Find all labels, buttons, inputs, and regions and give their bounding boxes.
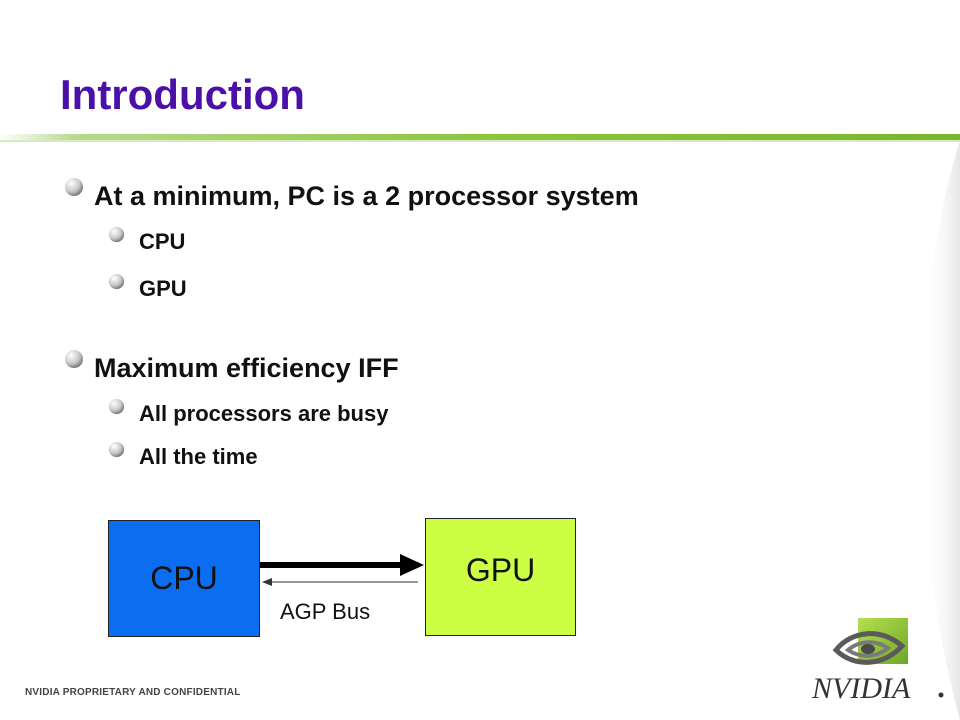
bullet-item: GPU <box>108 273 187 302</box>
gpu-box: GPU <box>425 518 576 636</box>
decorative-curve <box>922 140 960 720</box>
cpu-label: CPU <box>150 560 218 596</box>
nvidia-eye-logo-icon <box>832 618 908 665</box>
cpu-box: CPU <box>108 520 260 637</box>
confidential-footer: NVIDIA PROPRIETARY AND CONFIDENTIAL <box>25 687 241 698</box>
bullet-sphere-icon <box>108 226 125 243</box>
bullet-text: GPU <box>139 276 187 301</box>
bullet-item: All the time <box>108 441 258 470</box>
nvidia-wordmark: NVIDIA <box>811 672 944 705</box>
bullet-sphere-icon <box>65 350 83 368</box>
logo-wordmark-text: NVIDIA <box>811 672 911 705</box>
page-title: Introduction <box>60 71 305 118</box>
bullet-text: Maximum efficiency IFF <box>94 353 399 383</box>
bullet-item: Maximum efficiency IFF <box>64 350 399 384</box>
bullet-item: At a minimum, PC is a 2 processor system <box>64 178 639 212</box>
bullet-sphere-icon <box>108 398 125 415</box>
bullet-text: At a minimum, PC is a 2 processor system <box>94 181 639 211</box>
bullet-sphere-icon <box>108 441 125 458</box>
bullet-text: All the time <box>139 444 258 469</box>
bullet-sphere-icon <box>65 178 83 196</box>
bullet-text: CPU <box>139 229 186 254</box>
gpu-label: GPU <box>465 551 536 588</box>
arrow-left-icon <box>262 578 418 586</box>
title-divider <box>0 134 960 142</box>
bus-label: AGP Bus <box>280 599 371 624</box>
bullet-sphere-icon <box>108 273 125 290</box>
bullet-text: All processors are busy <box>139 401 389 426</box>
bullet-item: All processors are busy <box>108 398 389 427</box>
bullet-item: CPU <box>108 226 186 255</box>
arrow-right-icon <box>260 554 424 576</box>
